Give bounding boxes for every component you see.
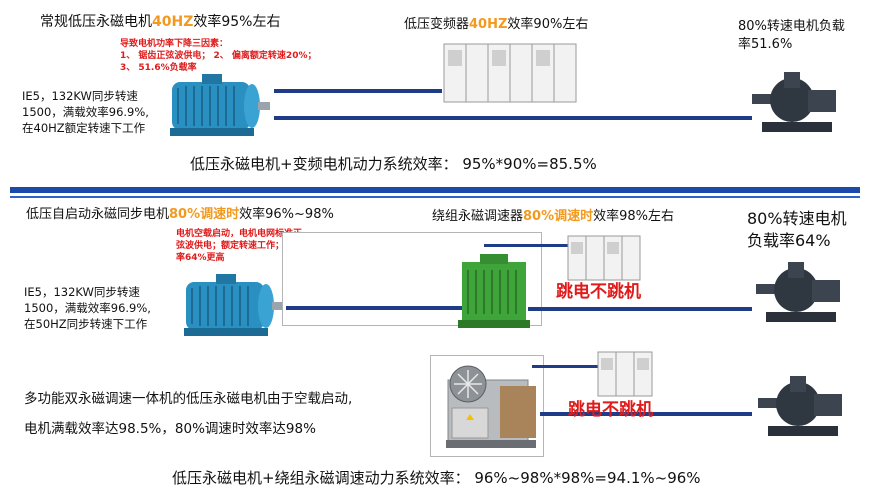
s1-pump-image: [748, 64, 840, 140]
s3-description: 多功能双永磁调速一体机的低压永磁电机由于空载启动, 电机满载效率达98.5%，8…: [24, 391, 353, 437]
s2-motor-image: [176, 272, 286, 342]
section-divider-thin: [10, 196, 860, 198]
s3-pump-image: [754, 368, 846, 444]
s2-cabinet-image: [566, 234, 646, 282]
s2-trip-text: 跳电不跳机: [556, 282, 641, 302]
s1-wire-top: [274, 89, 442, 93]
s1-wire-bottom: [274, 116, 752, 120]
s1-motor-image: [162, 72, 272, 142]
s2-pump-image: [752, 254, 844, 330]
s1-equation: 低压永磁电机+变频电机动力系统效率： 95%*90%=85.5%: [190, 155, 597, 173]
s2-wire-motor: [286, 306, 464, 310]
s2-governor-image: [458, 254, 530, 330]
s1-reasons: 导致电机功率下降三因素： 1、 锯齿正弦波供电； 2、 偏离额定转速20%； 3…: [120, 39, 317, 73]
section-divider: [10, 187, 860, 193]
s2-governor-title: 绕组永磁调速器80%调速时效率98%左右: [432, 209, 675, 224]
s2-load-text: 80%转速电机 负载率64%: [747, 209, 847, 250]
s1-vfd-title: 低压变频器40HZ效率90%左右: [404, 17, 589, 32]
s3-trip-text: 跳电不跳机: [568, 400, 653, 420]
s3-integrated-unit-image: [444, 362, 540, 450]
s3-wire-top: [532, 365, 598, 368]
s1-motor-title: 常规低压永磁电机40HZ效率95%左右: [40, 14, 281, 30]
s2-motor-title: 低压自启动永磁同步电机80%调速时效率96%~98%: [26, 207, 334, 222]
s3-cabinet-image: [596, 350, 658, 398]
s2-motor-spec: IE5，132KW同步转速 1500，满载效率96.9%, 在50HZ同步转速下…: [24, 285, 151, 331]
s1-load-text: 80%转速电机负载 率51.6%: [738, 19, 845, 52]
s1-motor-spec: IE5，132KW同步转速 1500，满载效率96.9%, 在40HZ额定转速下…: [22, 89, 149, 135]
s2-note: 电机空载启动，电机电网标准正 弦波供电；额定转速工作；负载 率64%更高: [176, 229, 303, 263]
s2-wire-pump: [528, 307, 752, 311]
s3-wire-pump: [540, 412, 752, 416]
s2-wire-top: [484, 244, 568, 247]
s3-equation: 低压永磁电机+绕组永磁调速动力系统效率： 96%~98%*98%=94.1%~9…: [172, 469, 701, 487]
s1-vfd-image: [442, 40, 582, 104]
